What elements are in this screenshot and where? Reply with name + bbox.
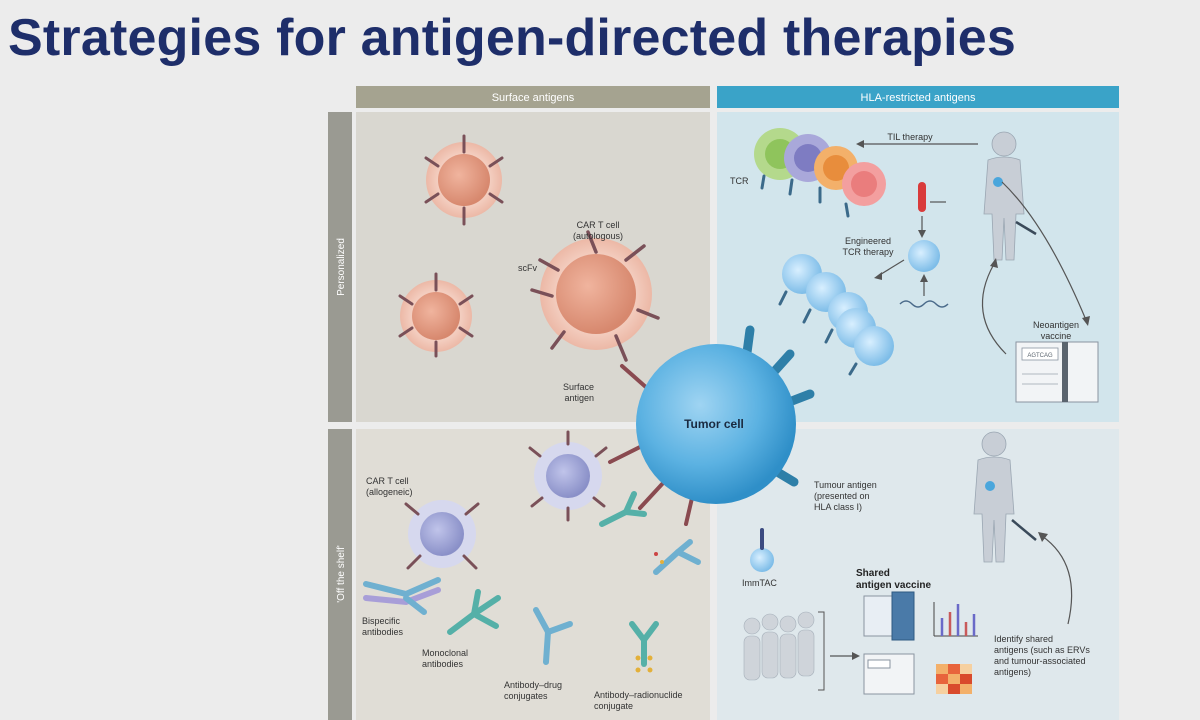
monoclonal-antibody xyxy=(447,589,501,635)
label-arc-1: Antibody–radionuclide xyxy=(594,690,683,700)
label-surface-antigen-2: antigen xyxy=(564,393,594,403)
label-shared-vaccine-2: antigen vaccine xyxy=(856,580,931,591)
label-identify-4: antigens) xyxy=(994,667,1031,677)
label-tumour-antigen-1: Tumour antigen xyxy=(814,480,877,490)
label-car-t-allogeneic-2: (allogeneic) xyxy=(366,487,413,497)
vaccine-manufacturing xyxy=(863,591,915,695)
patient-figure-bottom xyxy=(973,431,1015,563)
engineered-tcr-cells xyxy=(778,254,894,376)
blood-tube xyxy=(918,182,926,212)
slide-title: Strategies for antigen-directed therapie… xyxy=(8,9,1017,67)
label-bispecific-2: antibodies xyxy=(362,627,404,637)
tumor-cell xyxy=(608,325,815,526)
label-adc-1: Antibody–drug xyxy=(504,680,562,690)
label-car-t-allogeneic-1: CAR T cell xyxy=(366,476,409,486)
label-car-t-autologous-2: (autologous) xyxy=(573,231,623,241)
label-shared-vaccine-1: Shared xyxy=(856,568,890,579)
bispecific-antibody xyxy=(363,577,441,615)
label-identify-2: antigens (such as ERVs xyxy=(994,645,1090,655)
panel-surface-personalized xyxy=(356,112,710,422)
label-til-therapy: TIL therapy xyxy=(887,132,933,142)
label-tumour-antigen-2: (presented on xyxy=(814,491,870,501)
sequencer-machine xyxy=(1015,341,1099,403)
label-identify-1: Identify shared xyxy=(994,634,1053,644)
label-scfv: scFv xyxy=(518,263,537,273)
row-label-personalized: Personalized xyxy=(336,238,347,296)
label-surface-antigen-1: Surface xyxy=(563,382,594,392)
label-adc-2: conjugates xyxy=(504,691,548,701)
dna-strand xyxy=(899,300,949,308)
car-t-cell-allogeneic xyxy=(404,500,480,570)
label-neoantigen-2: vaccine xyxy=(1041,331,1072,341)
immtac xyxy=(750,528,774,572)
car-t-cell-large-autologous xyxy=(530,230,660,362)
tumor-bound-antibodies xyxy=(599,491,701,575)
antibody-drug-conjugate xyxy=(533,607,573,665)
header-surface xyxy=(356,86,710,108)
antigen-bar-chart xyxy=(933,602,978,637)
header-hla xyxy=(717,86,1119,108)
antigen-therapy-diagram: Surface antigens HLA-restricted antigens… xyxy=(328,86,1119,720)
til-cells xyxy=(754,128,886,218)
car-t-cell-small-top xyxy=(424,134,504,226)
antigen-heatmap xyxy=(936,664,972,694)
label-tcr: TCR xyxy=(730,176,749,186)
engineered-tcr-cell xyxy=(908,240,940,272)
label-bispecific-1: Bispecific xyxy=(362,616,401,626)
label-monoclonal-1: Monoclonal xyxy=(422,648,468,658)
row-label-offshelf: 'Off the shelf' xyxy=(336,545,347,603)
patient-population xyxy=(743,611,815,681)
label-monoclonal-2: antibodies xyxy=(422,659,464,669)
label-engineered-tcr-1: Engineered xyxy=(845,236,891,246)
label-immtac: ImmTAC xyxy=(742,578,777,588)
sequencer-text: AGTCAG xyxy=(1027,353,1053,359)
label-neoantigen-1: Neoantigen xyxy=(1033,320,1079,330)
label-car-t-autologous-1: CAR T cell xyxy=(577,220,620,230)
label-identify-3: and tumour-associated xyxy=(994,656,1086,666)
car-t-cell-allogeneic-2 xyxy=(528,430,608,522)
label-engineered-tcr-2: TCR therapy xyxy=(842,247,894,257)
label-arc-2: conjugate xyxy=(594,701,633,711)
row-band-offshelf xyxy=(328,429,352,720)
row-band-personalized xyxy=(328,112,352,422)
header-surface-label: Surface antigens xyxy=(492,92,575,104)
antibody-radionuclide-conjugate xyxy=(629,621,659,673)
label-tumour-antigen-3: HLA class I) xyxy=(814,502,862,512)
header-hla-label: HLA-restricted antigens xyxy=(861,92,976,104)
car-t-cell-small-left xyxy=(398,272,474,358)
label-tumor-cell: Tumor cell xyxy=(684,417,744,431)
